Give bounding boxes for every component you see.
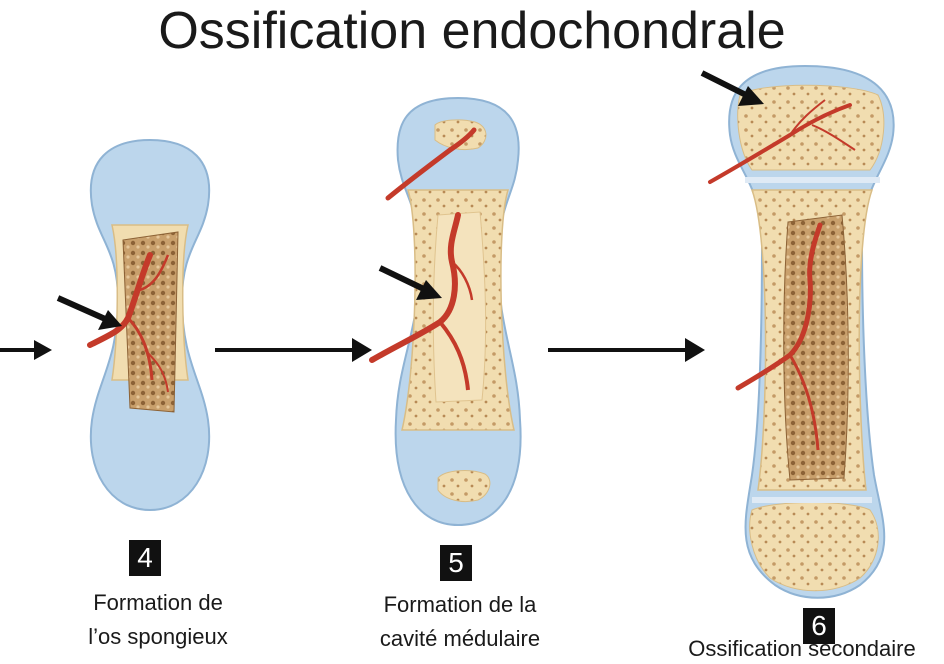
bone-stage-4 <box>87 138 211 512</box>
pointer-arrow <box>700 70 754 101</box>
blood-vessel <box>369 212 461 363</box>
blood-vessel <box>735 222 823 391</box>
progression-arrows <box>0 338 705 362</box>
stage-number-badge: 6 <box>803 608 835 644</box>
pointer-arrow <box>378 265 432 295</box>
caption-line: Formation de la <box>383 592 537 617</box>
pointer-arrows <box>56 70 764 330</box>
stage-number-badge: 5 <box>440 545 472 581</box>
stage-caption: Formation de l’os spongieux <box>48 586 268 654</box>
page-title: Ossification endochondrale <box>158 2 786 60</box>
stage-caption: Formation de la cavité médulaire <box>345 588 575 656</box>
caption-line: cavité médulaire <box>379 626 541 651</box>
blood-vessel <box>87 252 153 348</box>
caption-line: l’os spongieux <box>88 624 228 649</box>
pointer-arrow <box>56 295 114 325</box>
stage-caption: Ossification secondaire <box>660 636 944 662</box>
caption-line: Formation de <box>93 590 223 615</box>
bone-stage-6 <box>708 64 895 599</box>
caption-line: Ossification secondaire <box>688 636 916 661</box>
bone-stage-5 <box>369 96 522 527</box>
stage-number-badge: 4 <box>129 540 161 576</box>
